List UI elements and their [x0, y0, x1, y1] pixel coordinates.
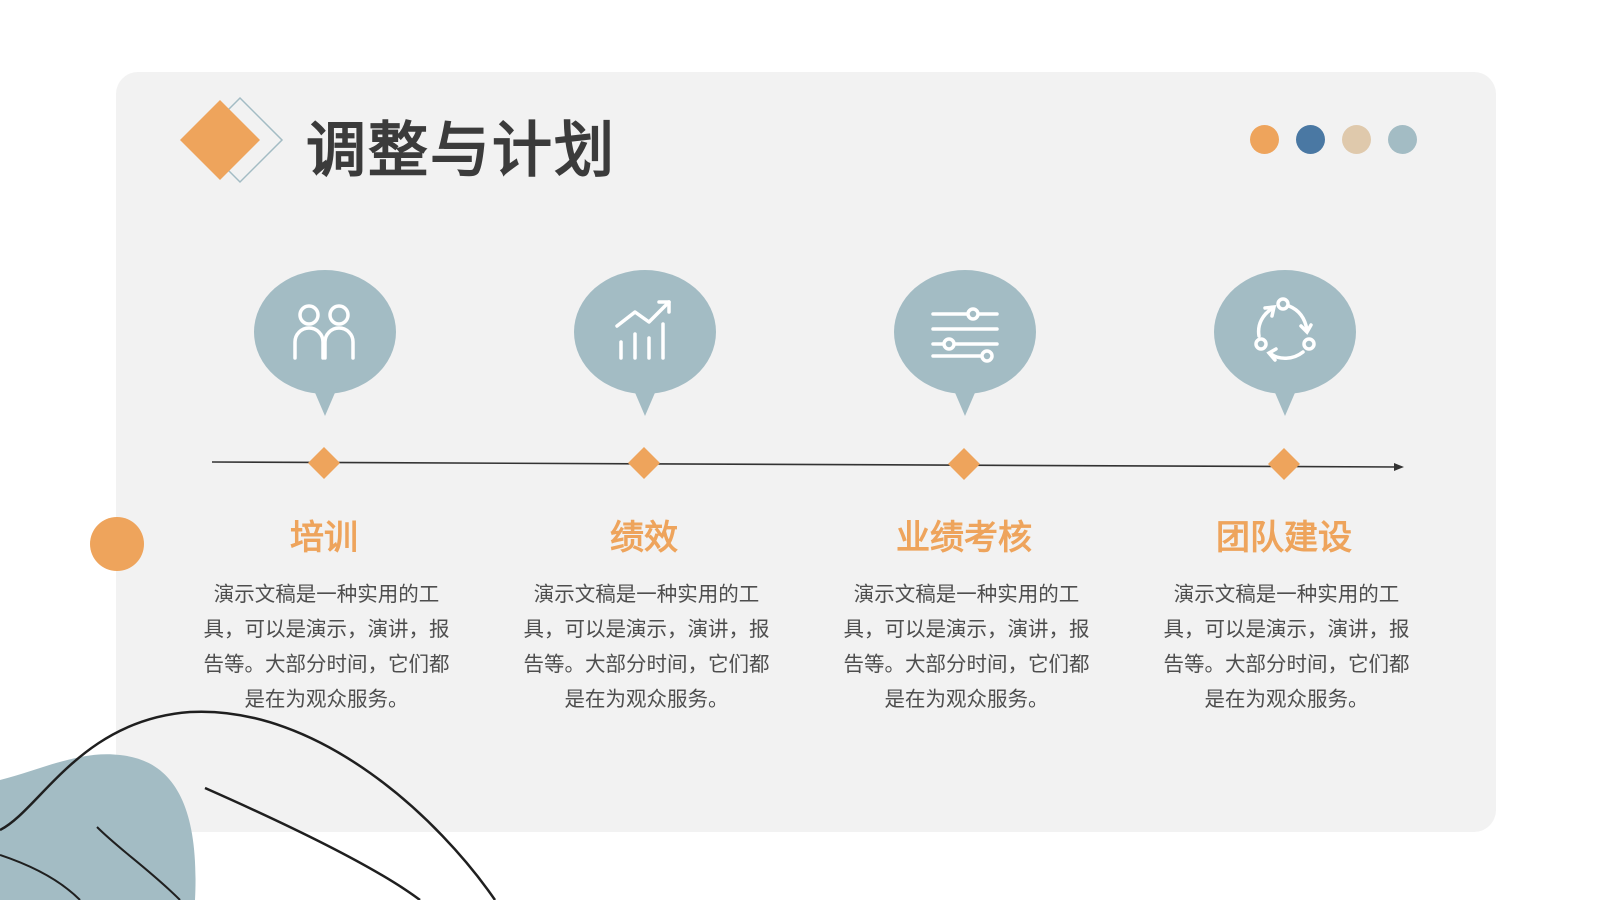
- speech-bubble: [1214, 270, 1356, 420]
- step-title: 团队建设: [1216, 518, 1352, 558]
- diamond-logo-icon: [180, 96, 284, 184]
- step-title: 培训: [290, 518, 358, 558]
- orange-dot: [1250, 125, 1279, 154]
- step-title: 业绩考核: [896, 518, 1032, 558]
- page-title: 调整与计划: [306, 116, 616, 186]
- bar-chart-trend-icon: [615, 300, 671, 360]
- step-description: 演示文稿是一种实用的工具，可以是演示，演讲，报告等。大部分时间，它们都是在为观众…: [203, 582, 450, 711]
- blue-dot: [1296, 125, 1325, 154]
- step-description: 演示文稿是一种实用的工具，可以是演示，演讲，报告等。大部分时间，它们都是在为观众…: [1163, 582, 1410, 711]
- color-dots: [1250, 125, 1417, 154]
- speech-bubble: [894, 270, 1036, 420]
- speech-bubble: [254, 270, 396, 420]
- speech-bubble: [574, 270, 716, 420]
- people-icon: [293, 304, 355, 360]
- content-card: [116, 72, 1496, 832]
- sliders-icon: [931, 307, 999, 363]
- step-description: 演示文稿是一种实用的工具，可以是演示，演讲，报告等。大部分时间，它们都是在为观众…: [843, 582, 1090, 711]
- beige-dot: [1342, 125, 1371, 154]
- gray-blue-dot: [1388, 125, 1417, 154]
- decorative-wave-shape: [0, 710, 497, 900]
- cycle-network-icon: [1254, 297, 1316, 362]
- step-description: 演示文稿是一种实用的工具，可以是演示，演讲，报告等。大部分时间，它们都是在为观众…: [523, 582, 770, 711]
- orange-circle-decoration: [90, 517, 144, 571]
- step-title: 绩效: [610, 518, 678, 558]
